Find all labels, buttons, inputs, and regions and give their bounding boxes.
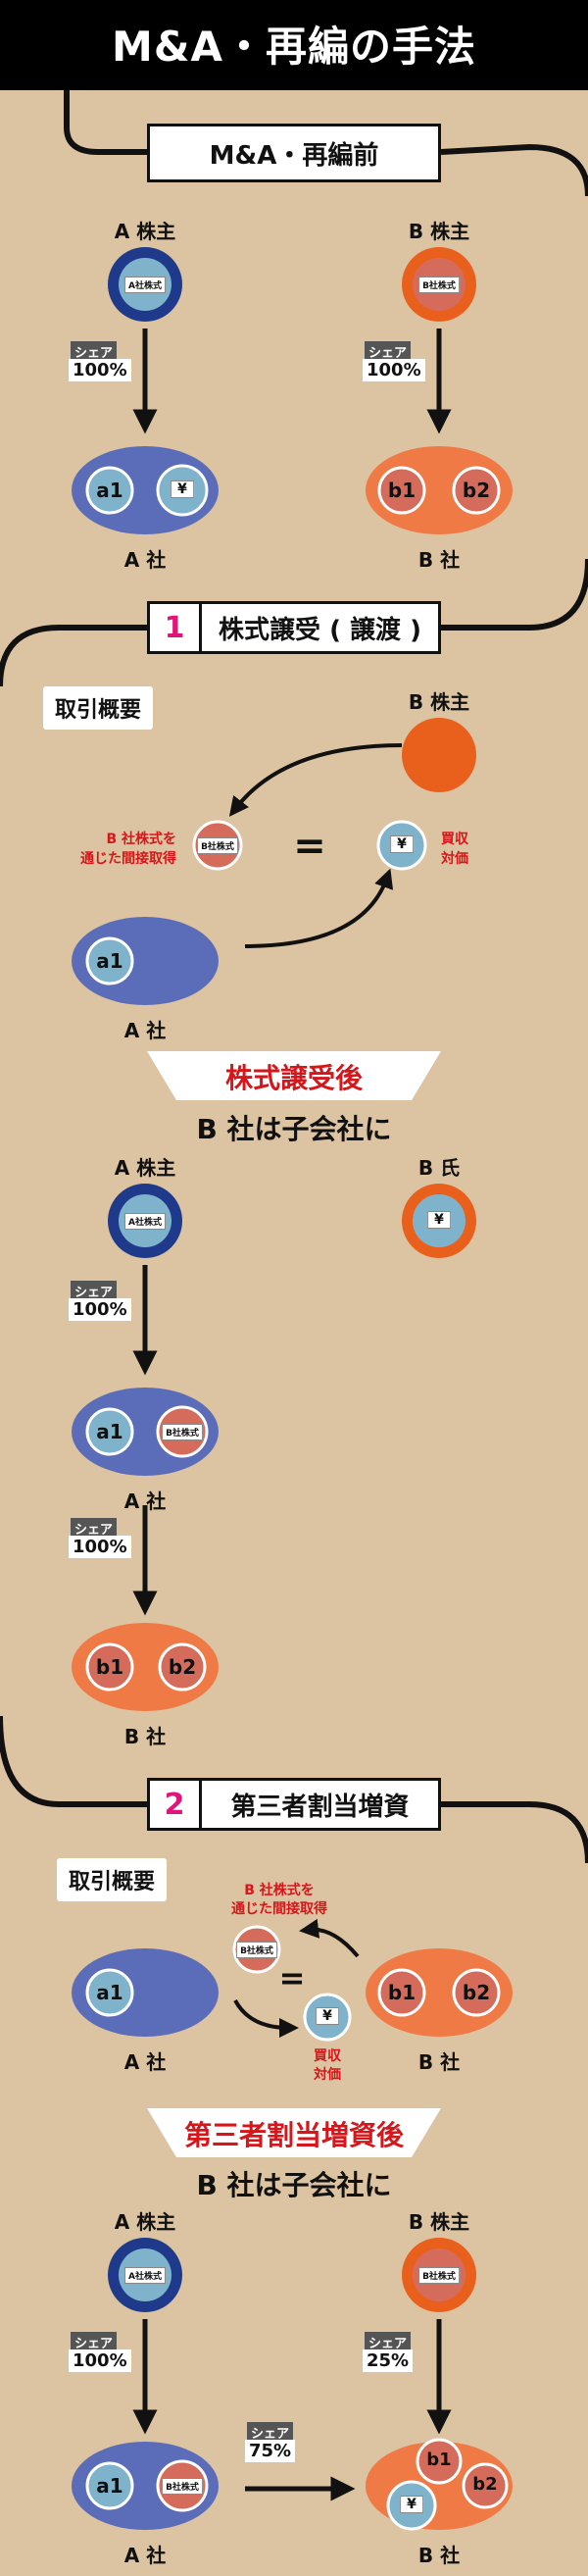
a1-label: a1 xyxy=(96,479,123,502)
after2-a-holder-label: A 株主 xyxy=(114,2210,176,2234)
arrow-a-to-consideration xyxy=(244,868,394,948)
s2-b-company-label: B 社 xyxy=(417,2050,461,2074)
section1-diagram xyxy=(72,718,476,1005)
after2-b-company-label: B 社 xyxy=(417,2544,461,2567)
section1-number: 1 xyxy=(150,604,202,651)
after1-b-stock-chip: B社株式 xyxy=(162,1424,203,1440)
s1-yen-chip: ¥ xyxy=(390,835,414,853)
after1-share-tag-2: シェア xyxy=(71,1518,118,1539)
section2-diagram xyxy=(72,1918,513,2042)
section2-box: 2 第三者割当増資 xyxy=(147,1778,441,1831)
s2-indirect-line1: B 社株式を xyxy=(244,1883,315,1898)
after2-share-tag-c: シェア xyxy=(247,2422,294,2443)
share-tag-b: シェア xyxy=(365,341,412,362)
s2-equals: = xyxy=(278,1959,306,1996)
b-shareholder-circle-s1 xyxy=(402,718,476,792)
after1-b1-label: b1 xyxy=(95,1655,124,1679)
after2-b-stock-chip: B社株式 xyxy=(418,2267,460,2284)
after2-share-value-a: 100% xyxy=(69,2349,131,2372)
after1-subtitle: B 社は子会社に xyxy=(196,1113,392,1145)
s2-consideration-line2: 対価 xyxy=(314,2067,341,2083)
s2-b1-label: b1 xyxy=(387,1981,416,2004)
after1-a-company-label: A 社 xyxy=(123,1490,167,1513)
after2-b2-label: b2 xyxy=(472,2474,498,2495)
after1-a1-label: a1 xyxy=(96,1420,123,1443)
section2-label: 第三者割当増資 xyxy=(230,1792,410,1822)
a-stock-chip: A社株式 xyxy=(124,277,166,293)
after2-banner: 第三者割当増資後 xyxy=(183,2119,405,2151)
after2-subtitle: B 社は子会社に xyxy=(196,2169,392,2201)
s2-a-company-label: A 社 xyxy=(123,2050,167,2074)
s2-indirect-line2: 通じた間接取得 xyxy=(231,1901,327,1917)
flow-lines xyxy=(0,86,588,1864)
after1-b-person-label: B 氏 xyxy=(417,1156,461,1180)
s1-indirect-line2: 通じた間接取得 xyxy=(80,851,176,867)
after2-share-value-c: 75% xyxy=(245,2440,296,2462)
before-label: M&A・再編前 xyxy=(209,140,379,171)
after1-share-tag-1: シェア xyxy=(71,1281,118,1301)
after2-b-stock-chip-in-a: B社株式 xyxy=(162,2478,203,2495)
after2-share-tag-a: シェア xyxy=(71,2332,118,2352)
share-value-b: 100% xyxy=(363,359,425,381)
b1-label: b1 xyxy=(387,479,416,502)
after2-a-stock-chip: A社株式 xyxy=(124,2267,166,2284)
a-company-label: A 社 xyxy=(123,548,167,572)
after2-a-company-label: A 社 xyxy=(123,2544,167,2567)
s1-consideration-line2: 対価 xyxy=(441,851,468,867)
after1-b2-label: b2 xyxy=(168,1655,197,1679)
s2-yen-chip: ¥ xyxy=(316,2007,339,2025)
a-holder-label: A 株主 xyxy=(114,220,176,243)
after2-share-value-b: 25% xyxy=(363,2349,414,2372)
share-tag-a: シェア xyxy=(71,341,118,362)
arrow-b-holder-to-stock xyxy=(228,743,403,817)
after1-a-stock-chip: A社株式 xyxy=(124,1213,166,1230)
section2-overview-label: 取引概要 xyxy=(57,1858,168,1901)
after2-yen-chip: ¥ xyxy=(400,2496,423,2513)
after2-a1-label: a1 xyxy=(96,2474,123,2498)
s1-a-company-label: A 社 xyxy=(123,1019,167,1042)
s2-consideration-line1: 買収 xyxy=(314,2048,341,2064)
after1-diagram xyxy=(72,1184,476,1711)
after1-b-company-label: B 社 xyxy=(123,1725,167,1748)
after1-banner-shape xyxy=(147,1051,441,1100)
share-value-a: 100% xyxy=(69,359,131,381)
s2-b2-label: b2 xyxy=(462,1981,491,2004)
page-title: M&A・再編の手法 xyxy=(112,23,476,71)
s1-equals: = xyxy=(293,824,326,869)
yen-chip: ¥ xyxy=(171,480,194,498)
after2-share-tag-b: シェア xyxy=(365,2332,412,2352)
section1-overview-label: 取引概要 xyxy=(43,686,154,730)
b-stock-chip: B社株式 xyxy=(418,277,460,293)
s2-a1-label: a1 xyxy=(96,1981,123,2004)
section2-number: 2 xyxy=(150,1781,202,1828)
s1-b-holder-label: B 株主 xyxy=(408,690,470,714)
after1-share-value-1: 100% xyxy=(69,1298,131,1321)
b-holder-label: B 株主 xyxy=(408,220,470,243)
after1-share-value-2: 100% xyxy=(69,1536,131,1558)
s1-b-stock-chip: B社株式 xyxy=(197,837,238,854)
after1-yen-chip: ¥ xyxy=(427,1211,451,1229)
title-band xyxy=(0,0,588,90)
b-company-label: B 社 xyxy=(417,548,461,572)
b2-label: b2 xyxy=(462,479,491,502)
section1-box: 1 株式譲受 ( 譲渡 ) xyxy=(147,601,441,654)
s1-indirect-line1: B 社株式を xyxy=(106,832,176,847)
s2-b-stock-chip: B社株式 xyxy=(236,1942,277,1958)
before-box: M&A・再編前 xyxy=(147,124,441,182)
s1-consideration-line1: 買収 xyxy=(441,832,468,847)
s1-a1-label: a1 xyxy=(96,949,123,973)
after1-a-holder-label: A 株主 xyxy=(114,1156,176,1180)
after2-b-holder-label: B 株主 xyxy=(408,2210,470,2234)
after1-banner: 株式譲受後 xyxy=(224,1062,364,1094)
after2-b1-label: b1 xyxy=(426,2450,452,2470)
after2-banner-shape xyxy=(147,2108,441,2157)
section1-label: 株式譲受 ( 譲渡 ) xyxy=(219,615,421,645)
